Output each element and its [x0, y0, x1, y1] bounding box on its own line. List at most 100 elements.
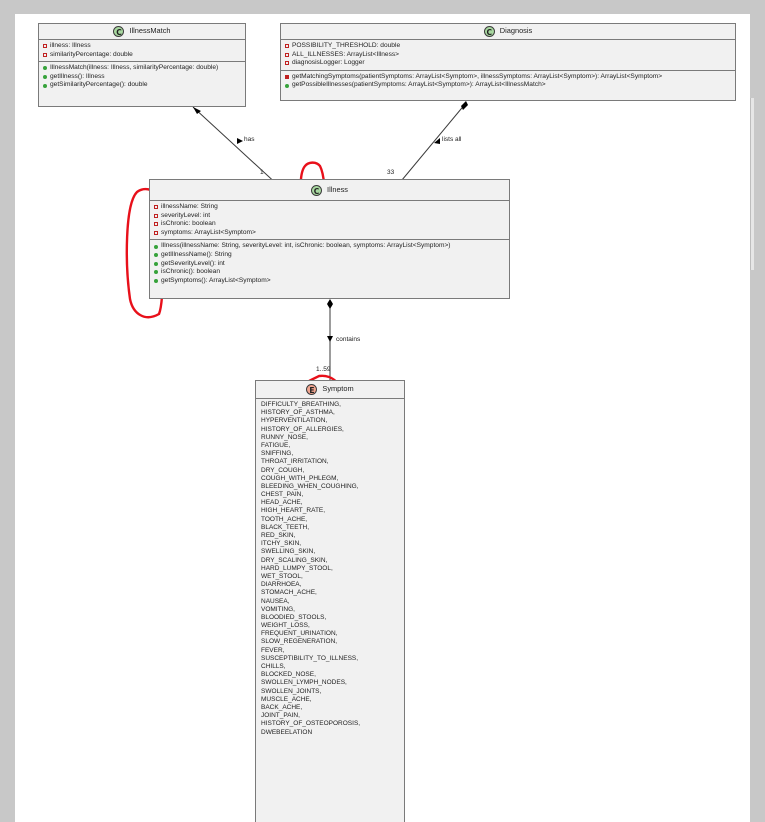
public-method-icon — [154, 279, 158, 284]
public-method-icon — [43, 66, 47, 71]
illness-match-fields: illness: Illness similarityPercentage: d… — [39, 40, 245, 63]
has-association-line — [192, 106, 281, 188]
diagnosis-header: C Diagnosis — [281, 24, 735, 40]
field-text: isChronic: boolean — [161, 220, 216, 228]
lists-all-association-line — [396, 102, 467, 187]
private-field-icon — [285, 52, 289, 57]
enum-value: WEIGHT_LOSS, — [261, 622, 310, 630]
illness-match-methods: IllnessMatch(illness: Illness, similarit… — [39, 62, 245, 92]
private-field-icon — [154, 213, 158, 218]
field-row: diagnosisLogger: Logger — [285, 59, 731, 68]
lists-all-label: lists all — [442, 136, 462, 143]
enum-value: HISTORY_OF_ALLERGIES, — [261, 425, 344, 433]
enum-value: SNIFFING, — [261, 450, 294, 458]
method-text: getIllness(): Illness — [50, 72, 105, 80]
enum-value: WET_STOOL, — [261, 572, 303, 580]
diagnosis-class[interactable]: C Diagnosis POSSIBILITY_THRESHOLD: doubl… — [280, 23, 736, 101]
method-text: getPossibleIllnesses(patientSymptoms: Ar… — [292, 81, 546, 89]
symptom-enum[interactable]: E Symptom DIFFICULTY_BREATHING,HISTORY_O… — [255, 380, 405, 822]
symptom-title: Symptom — [322, 384, 354, 394]
enum-value: BACK_ACHE, — [261, 703, 303, 711]
enum-value: DIARRHOEA, — [261, 581, 302, 589]
field-row: illness: Illness — [43, 42, 241, 51]
has-direction-arrow-icon — [237, 138, 243, 144]
illness-match-class[interactable]: C IllnessMatch illness: Illness similari… — [38, 23, 246, 107]
method-text: getMatchingSymptoms(patientSymptoms: Arr… — [292, 72, 663, 80]
enum-value: CHEST_PAIN, — [261, 491, 304, 499]
field-text: symptoms: ArrayList<Symptom> — [161, 228, 256, 236]
enum-value: BLACK_TEETH, — [261, 523, 310, 531]
enum-value: MUSCLE_ACHE, — [261, 695, 312, 703]
illness-match-header: C IllnessMatch — [39, 24, 245, 40]
enum-value: NAUSEA, — [261, 597, 290, 605]
enum-value: HARD_LUMPY_STOOL, — [261, 564, 333, 572]
private-field-icon — [154, 222, 158, 227]
method-row: getSeverityLevel(): int — [154, 260, 505, 269]
enum-value: RED_SKIN, — [261, 532, 296, 539]
symptom-values: DIFFICULTY_BREATHING,HISTORY_OF_ASTHMA,H… — [256, 399, 404, 739]
field-row: similarityPercentage: double — [43, 51, 241, 60]
enum-value: FEVER, — [261, 646, 285, 654]
enum-value: STOMACH_ACHE, — [261, 589, 317, 597]
private-field-icon — [43, 44, 47, 49]
method-text: getIllnessName(): String — [161, 250, 232, 258]
enum-value: THROAT_IRRITATION, — [261, 458, 329, 466]
contains-diamond — [327, 299, 333, 309]
symptom-header: E Symptom — [256, 381, 404, 399]
enum-value: SWOLLEN_LYMPH_NODES, — [261, 679, 347, 687]
diagnosis-fields: POSSIBILITY_THRESHOLD: double ALL_ILLNES… — [281, 40, 735, 71]
private-field-icon — [285, 61, 289, 66]
illness-fields: illnessName: String severityLevel: int i… — [150, 201, 509, 241]
public-method-icon — [154, 244, 158, 249]
enum-value: COUGH_WITH_PHLEGM, — [261, 474, 339, 482]
enum-value: FREQUENT_URINATION, — [261, 630, 338, 638]
illness-methods: Illness(illnessName: String, severityLev… — [150, 240, 509, 287]
class-badge-icon: C — [311, 184, 323, 196]
field-text: ALL_ILLNESSES: ArrayList<Illness> — [292, 50, 400, 58]
enum-value: SLOW_REGENERATION, — [261, 638, 338, 646]
public-method-icon — [154, 253, 158, 258]
enum-value: CHILLS, — [261, 663, 286, 670]
lists-all-direction-arrow-icon — [434, 138, 440, 144]
enum-badge-icon: E — [306, 384, 318, 395]
contains-multiplicity: 1..59 — [316, 366, 331, 373]
enum-value: HEAD_ACHE, — [261, 499, 303, 507]
lists-all-diamond — [461, 101, 468, 110]
field-row: symptoms: ArrayList<Symptom> — [154, 229, 505, 238]
field-text: illnessName: String — [161, 203, 218, 210]
method-row: IllnessMatch(illness: Illness, similarit… — [43, 64, 241, 73]
class-badge-icon: C — [113, 26, 125, 37]
public-method-icon — [285, 83, 289, 88]
private-field-icon — [43, 52, 47, 57]
method-row: getSymptoms(): ArrayList<Symptom> — [154, 277, 505, 286]
side-panel-edge — [750, 98, 754, 270]
enum-value: BLOCKED_NOSE, — [261, 671, 316, 679]
enum-value: DWEBEELATION — [261, 728, 313, 736]
field-text: severityLevel: int — [161, 211, 211, 219]
field-text: similarityPercentage: double — [50, 50, 133, 58]
method-text: getSeverityLevel(): int — [161, 259, 225, 267]
public-method-icon — [154, 270, 158, 275]
method-row: Illness(illnessName: String, severityLev… — [154, 242, 505, 251]
private-field-icon — [154, 205, 158, 210]
method-row: getSimilarityPercentage(): double — [43, 81, 241, 90]
diagram-canvas: has 1 lists all 33 contains 1..59 C Illn… — [15, 14, 750, 822]
enum-value: JOINT_PAIN, — [261, 712, 300, 720]
enum-value: RUNNY_NOSE, — [261, 433, 308, 441]
lists-all-multiplicity: 33 — [387, 169, 395, 176]
field-row: isChronic: boolean — [154, 220, 505, 229]
enum-value: TOOTH_ACHE, — [261, 515, 308, 523]
method-row: getMatchingSymptoms(patientSymptoms: Arr… — [285, 73, 731, 82]
field-row: illnessName: String — [154, 203, 505, 212]
public-method-icon — [154, 261, 158, 266]
field-row: POSSIBILITY_THRESHOLD: double — [285, 42, 731, 51]
field-row: ALL_ILLNESSES: ArrayList<Illness> — [285, 51, 731, 60]
enum-value: ITCHY_SKIN, — [261, 540, 302, 548]
method-text: IllnessMatch(illness: Illness, similarit… — [50, 64, 219, 72]
field-text: diagnosisLogger: Logger — [292, 59, 365, 67]
method-text: Illness(illnessName: String, severityLev… — [161, 242, 451, 250]
illness-title: Illness — [327, 184, 348, 194]
illness-class[interactable]: C Illness illnessName: String severityLe… — [149, 179, 510, 299]
diagnosis-methods: getMatchingSymptoms(patientSymptoms: Arr… — [281, 71, 735, 92]
enum-value: DRY_COUGH, — [261, 466, 305, 474]
